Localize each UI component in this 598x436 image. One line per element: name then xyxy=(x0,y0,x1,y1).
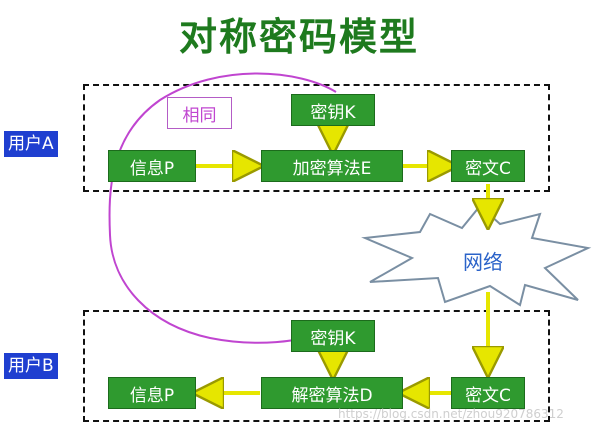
top-encrypt-box: 加密算法E xyxy=(261,150,403,182)
user-a-group xyxy=(83,84,550,192)
bottom-decrypt-box: 解密算法D xyxy=(261,377,403,409)
bottom-key-box: 密钥K xyxy=(291,320,375,352)
network-label: 网络 xyxy=(463,250,503,274)
user-a-label: 用户A xyxy=(4,131,58,157)
top-cipher-box: 密文C xyxy=(451,150,525,182)
user-b-label: 用户B xyxy=(4,353,58,379)
top-info-box: 信息P xyxy=(108,150,196,182)
page-title: 对称密码模型 xyxy=(178,14,419,59)
same-key-curve xyxy=(108,72,337,344)
network-burst-shape xyxy=(361,204,592,307)
top-key-box: 密钥K xyxy=(291,94,375,126)
same-label: 相同 xyxy=(167,97,232,129)
user-b-group xyxy=(83,310,550,422)
watermark-text: https://blog.csdn.net/zhou920786312 xyxy=(338,407,564,421)
bottom-cipher-box: 密文C xyxy=(451,377,525,409)
bottom-info-box: 信息P xyxy=(108,377,196,409)
